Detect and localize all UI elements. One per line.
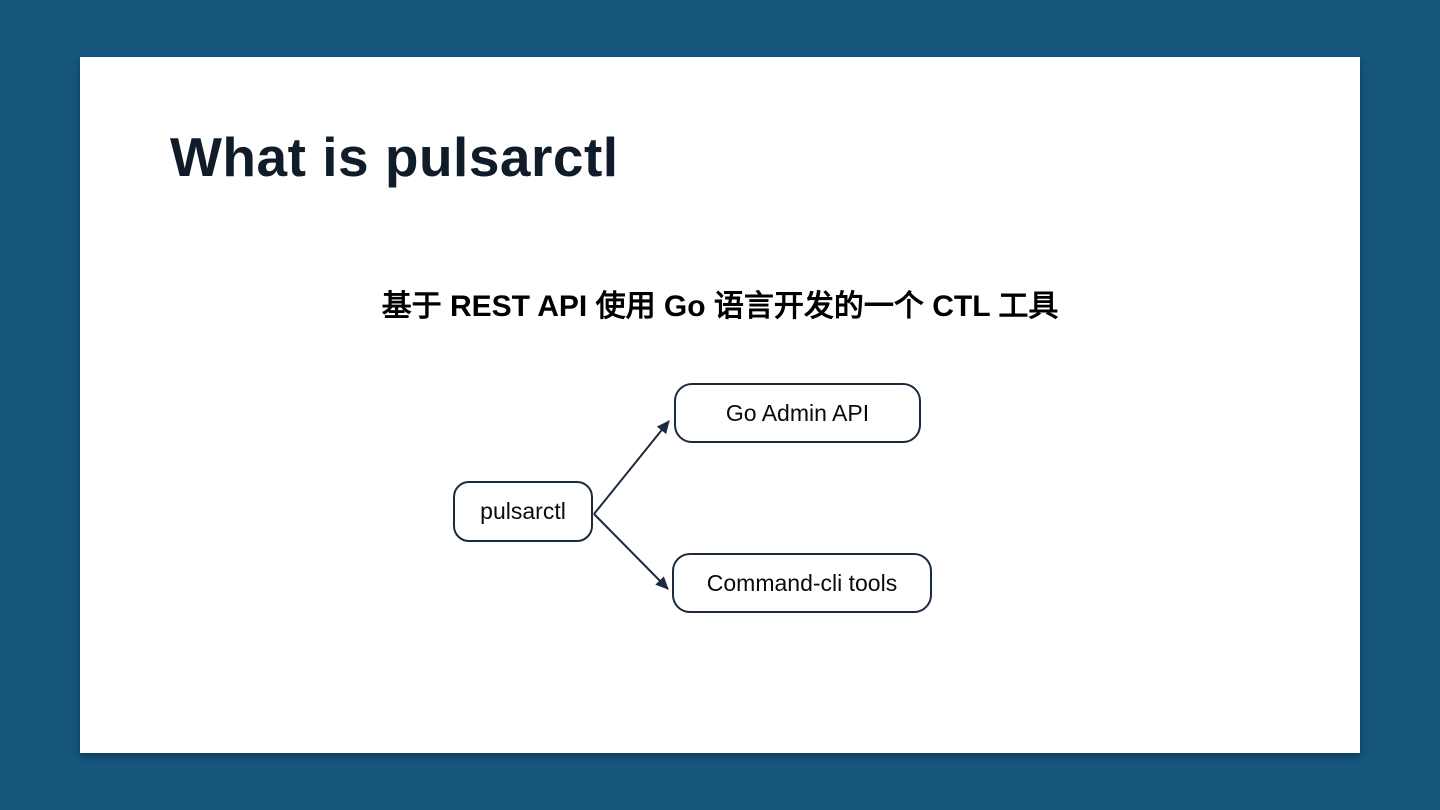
slide-title: What is pulsarctl bbox=[170, 126, 619, 188]
slide: What is pulsarctl 基于 REST API 使用 Go 语言开发… bbox=[80, 57, 1360, 753]
node-label: Command-cli tools bbox=[706, 569, 898, 596]
diagram-node-command-cli-tools: Command-cli tools bbox=[672, 553, 932, 613]
diagram-node-pulsarctl: pulsarctl bbox=[453, 481, 593, 542]
slide-subtitle: 基于 REST API 使用 Go 语言开发的一个 CTL 工具 bbox=[381, 290, 1059, 323]
arrow-to-command-cli-tools bbox=[593, 513, 669, 590]
arrow-to-go-admin-api bbox=[593, 420, 670, 515]
pulsarctl-diagram: pulsarctl Go Admin API Command-cli tools bbox=[80, 57, 1360, 753]
node-label: pulsarctl bbox=[480, 498, 566, 524]
node-label: Go Admin API bbox=[725, 399, 870, 426]
diagram-node-go-admin-api: Go Admin API bbox=[674, 383, 921, 443]
